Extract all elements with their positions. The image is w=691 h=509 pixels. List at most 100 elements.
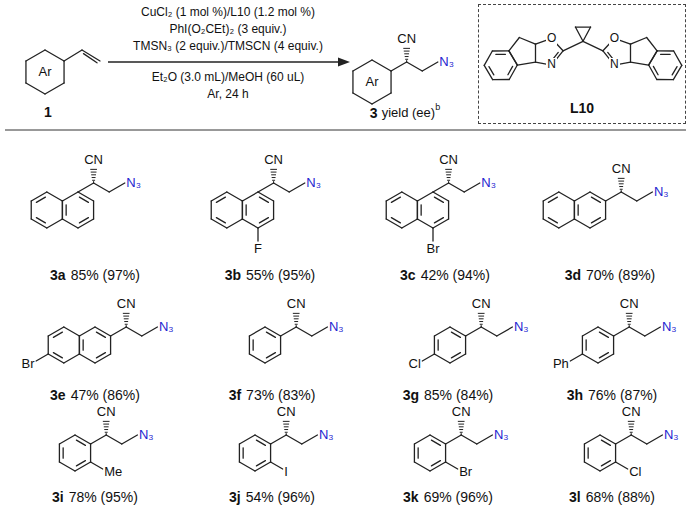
bond-line — [466, 327, 482, 336]
hashed-wedge — [619, 181, 624, 182]
substituent-label: F — [254, 242, 262, 257]
compound-number: 3f — [229, 387, 241, 403]
hashed-wedge — [124, 316, 129, 317]
hashed-wedge — [479, 316, 484, 317]
bond-line — [649, 51, 657, 65]
double-bond-line — [421, 205, 422, 215]
ring-bond — [386, 219, 402, 228]
bond-line — [637, 192, 653, 201]
compound-number: 3h — [567, 387, 583, 403]
yield-heading: yield (ee) — [382, 106, 435, 121]
bond-line — [583, 41, 603, 51]
double-bond-line — [96, 353, 105, 358]
ring-bond — [31, 201, 32, 219]
hashed-wedge — [446, 172, 451, 173]
ring-bond — [605, 201, 606, 219]
double-bond-line — [266, 332, 275, 337]
ring-bond — [59, 462, 75, 471]
hashed-wedge — [460, 429, 463, 430]
bond-line — [657, 50, 674, 51]
double-bond-line — [76, 461, 85, 466]
bond-line — [649, 65, 657, 79]
ring-bond — [543, 192, 559, 201]
hashed-wedge — [405, 56, 408, 57]
ring-bond — [242, 201, 243, 219]
ring-bond — [62, 201, 63, 219]
ring-bond — [63, 61, 64, 83]
ring-bond — [45, 50, 64, 61]
bond-line — [461, 435, 477, 444]
bond-line — [645, 327, 661, 336]
bond-line — [446, 435, 462, 444]
compound-number: 3g — [403, 387, 419, 403]
substituent-label: Br — [22, 357, 35, 372]
double-bond-line — [591, 218, 600, 223]
ring-bond — [249, 336, 250, 354]
azide-group: N₃ — [494, 428, 509, 443]
ring-bond — [417, 192, 433, 201]
ring-bond — [249, 354, 265, 363]
bond-line — [122, 435, 138, 444]
double-bond-line — [548, 218, 557, 223]
ring-bond — [239, 435, 255, 444]
bond-line — [78, 183, 94, 192]
bond-line — [422, 354, 434, 361]
cyano-group: CN — [439, 153, 458, 168]
double-bond-line — [216, 197, 225, 202]
hashed-wedge — [620, 189, 622, 190]
bond-line — [614, 327, 630, 336]
bond-line — [583, 27, 591, 41]
ring-bond — [258, 192, 274, 201]
compound-number: 3l — [569, 489, 581, 505]
bond-line — [484, 51, 492, 65]
bond-line — [271, 435, 287, 444]
ring-bond — [417, 219, 433, 228]
bond-line — [535, 44, 536, 62]
double-bond-line — [76, 440, 85, 445]
double-bond-line — [434, 218, 443, 223]
cyano-group: CN — [452, 405, 471, 420]
bond-line — [289, 183, 305, 192]
double-bond-line — [256, 440, 265, 445]
double-bond-line — [36, 197, 45, 202]
double-bond-line — [391, 218, 400, 223]
ligand-box: L10 — [478, 4, 686, 124]
bond-line — [509, 38, 519, 51]
ring-bond — [450, 327, 466, 336]
ring-bond — [584, 462, 600, 471]
ring-bond — [110, 336, 111, 354]
hashed-wedge — [620, 186, 623, 187]
hashed-wedge — [125, 321, 128, 322]
ring-bond — [78, 219, 94, 228]
hashed-wedge — [406, 59, 408, 60]
ring-bond — [543, 201, 544, 219]
ring-bond — [25, 61, 26, 83]
bond-line — [492, 50, 509, 51]
ring-bond — [430, 435, 446, 444]
yield-value: 55% (95%) — [246, 267, 315, 283]
bond-line — [570, 354, 582, 361]
hashed-wedge — [284, 426, 288, 427]
hashed-wedge — [458, 421, 464, 422]
hashed-wedge — [91, 172, 96, 173]
compound-number: 3k — [403, 489, 419, 505]
hashed-wedge — [124, 318, 128, 319]
hashed-wedge — [105, 429, 108, 430]
substituent-label: Ph — [553, 357, 569, 372]
double-bond-line — [243, 448, 244, 458]
ring-bond — [255, 462, 271, 471]
ring-bond — [430, 462, 446, 471]
double-bond-line — [259, 218, 268, 223]
ring-bond — [31, 192, 47, 201]
double-bond-line — [63, 448, 64, 458]
bond-line — [258, 183, 274, 192]
ring-bond — [414, 435, 430, 444]
ring-bond — [242, 219, 258, 228]
bond-line — [484, 65, 492, 79]
yield-value: 68% (88%) — [586, 489, 655, 505]
bond-line — [493, 79, 510, 80]
atom-label: O — [609, 32, 620, 46]
atom-label: N — [609, 58, 620, 72]
bond-line — [621, 192, 637, 201]
